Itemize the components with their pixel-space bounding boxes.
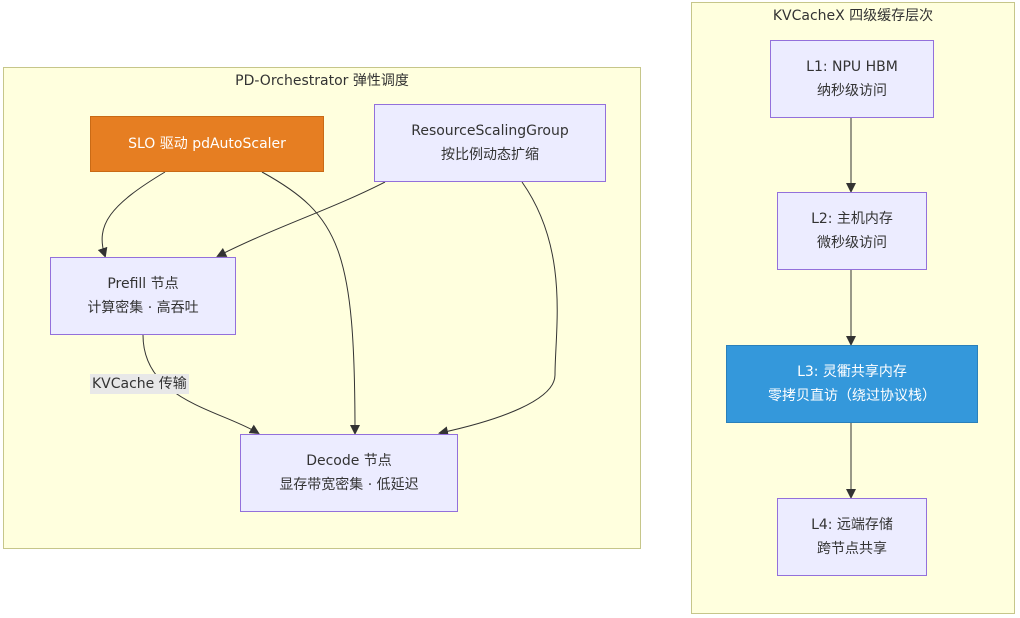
edge-rsg-decode: [438, 181, 558, 437]
kvcache-transfer-label: KVCache 传输: [90, 374, 189, 394]
edge-rsg-prefill: [216, 181, 386, 257]
resource-scaling-group-node[interactable]: ResourceScalingGroup 按比例动态扩缩: [374, 104, 606, 182]
l3-title: L3: 灵衢共享内存: [797, 364, 907, 380]
l4-title: L4: 远端存储: [811, 517, 893, 533]
decode-title: Decode 节点: [306, 453, 392, 469]
l4-subtitle: 跨节点共享: [817, 541, 887, 557]
edge-slo-decode: [261, 171, 360, 435]
l1-subtitle: 纳秒级访问: [817, 83, 887, 99]
slo-autoscaler-node[interactable]: SLO 驱动 pdAutoScaler: [90, 116, 324, 172]
prefill-subtitle: 计算密集 · 高吞吐: [87, 300, 199, 316]
l4-remote-storage-node[interactable]: L4: 远端存储 跨节点共享: [777, 498, 927, 576]
edge-slo-prefill: [97, 171, 166, 258]
l3-subtitle: 零拷贝直访（绕过协议栈）: [768, 388, 936, 404]
rsg-title: ResourceScalingGroup: [411, 123, 569, 139]
rsg-subtitle: 按比例动态扩缩: [441, 147, 539, 163]
l1-title: L1: NPU HBM: [806, 59, 898, 75]
decode-subtitle: 显存带宽密集 · 低延迟: [279, 477, 419, 493]
l1-npu-hbm-node[interactable]: L1: NPU HBM 纳秒级访问: [770, 40, 934, 118]
prefill-node[interactable]: Prefill 节点 计算密集 · 高吞吐: [50, 257, 236, 335]
l2-host-memory-node[interactable]: L2: 主机内存 微秒级访问: [777, 192, 927, 270]
l2-subtitle: 微秒级访问: [817, 235, 887, 251]
slo-autoscaler-label: SLO 驱动 pdAutoScaler: [128, 136, 286, 152]
decode-node[interactable]: Decode 节点 显存带宽密集 · 低延迟: [240, 434, 458, 512]
l2-title: L2: 主机内存: [811, 211, 893, 227]
edge-prefill-decode: [142, 334, 260, 435]
pd-orchestrator-title: PD-Orchestrator 弹性调度: [235, 73, 409, 89]
prefill-title: Prefill 节点: [107, 276, 179, 292]
kvcachex-title: KVCacheX 四级缓存层次: [772, 8, 934, 24]
l3-shared-memory-node[interactable]: L3: 灵衢共享内存 零拷贝直访（绕过协议栈）: [726, 345, 978, 423]
